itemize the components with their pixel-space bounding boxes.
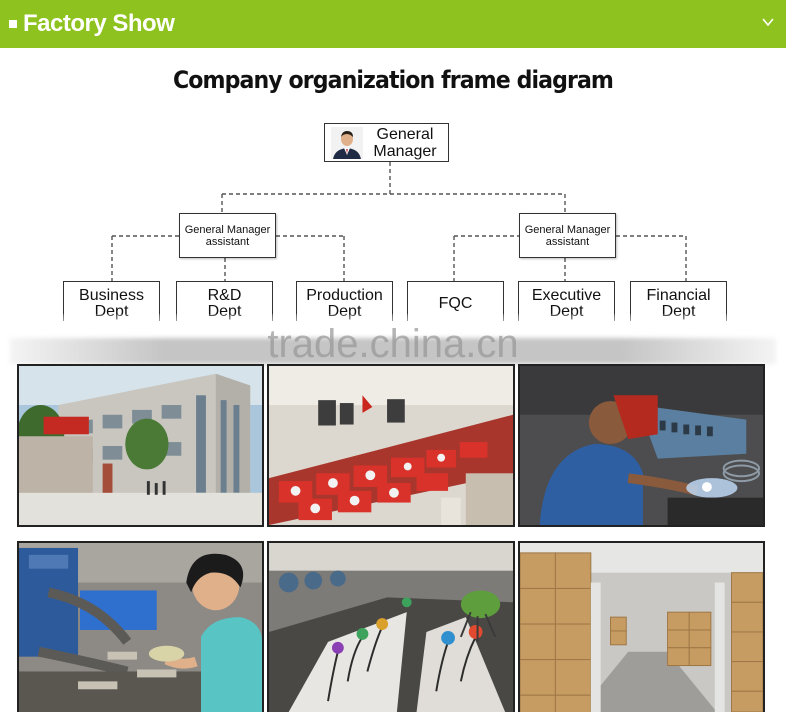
dept-fqc-line1: FQC — [438, 295, 473, 312]
manager-portrait-icon — [331, 126, 363, 159]
general-manager-box: General Manager — [324, 123, 449, 162]
assistant-right-line2: assistant — [545, 236, 590, 248]
dept-rnd-line1: R&D — [207, 287, 242, 304]
shadow-band — [10, 338, 776, 364]
square-bullet-icon — [9, 20, 17, 28]
assembly-worker-photo — [17, 541, 264, 712]
dept-business-line1: Business — [79, 287, 144, 304]
diagram-title: Company organization frame diagram — [172, 66, 614, 94]
general-manager-label: General Manager — [367, 126, 443, 160]
welding-worker-photo — [518, 364, 765, 527]
production-floor-photo — [267, 364, 515, 527]
dept-financial-line1: Financial — [646, 287, 711, 304]
chevron-down-icon[interactable] — [760, 14, 776, 30]
assistant-box-right: General Manager assistant — [519, 213, 616, 258]
general-manager-line2: Manager — [373, 142, 437, 160]
watermark-text: trade.china.cn — [267, 322, 519, 366]
general-manager-line1: General — [376, 125, 434, 143]
dept-production-line1: Production — [306, 287, 383, 304]
assistant-left-line1: General Manager — [184, 224, 271, 236]
section-header: Factory Show — [0, 0, 786, 48]
dept-executive-line1: Executive — [531, 287, 602, 304]
assistant-left-line2: assistant — [205, 236, 250, 248]
assistant-right-line1: General Manager — [524, 224, 611, 236]
section-title: Factory Show — [23, 10, 175, 37]
org-connector-lines — [111, 162, 687, 281]
assistant-box-left: General Manager assistant — [179, 213, 276, 258]
warehouse-cartons-photo — [518, 541, 765, 712]
product-showroom-photo — [267, 541, 515, 712]
factory-building-photo — [17, 364, 264, 527]
